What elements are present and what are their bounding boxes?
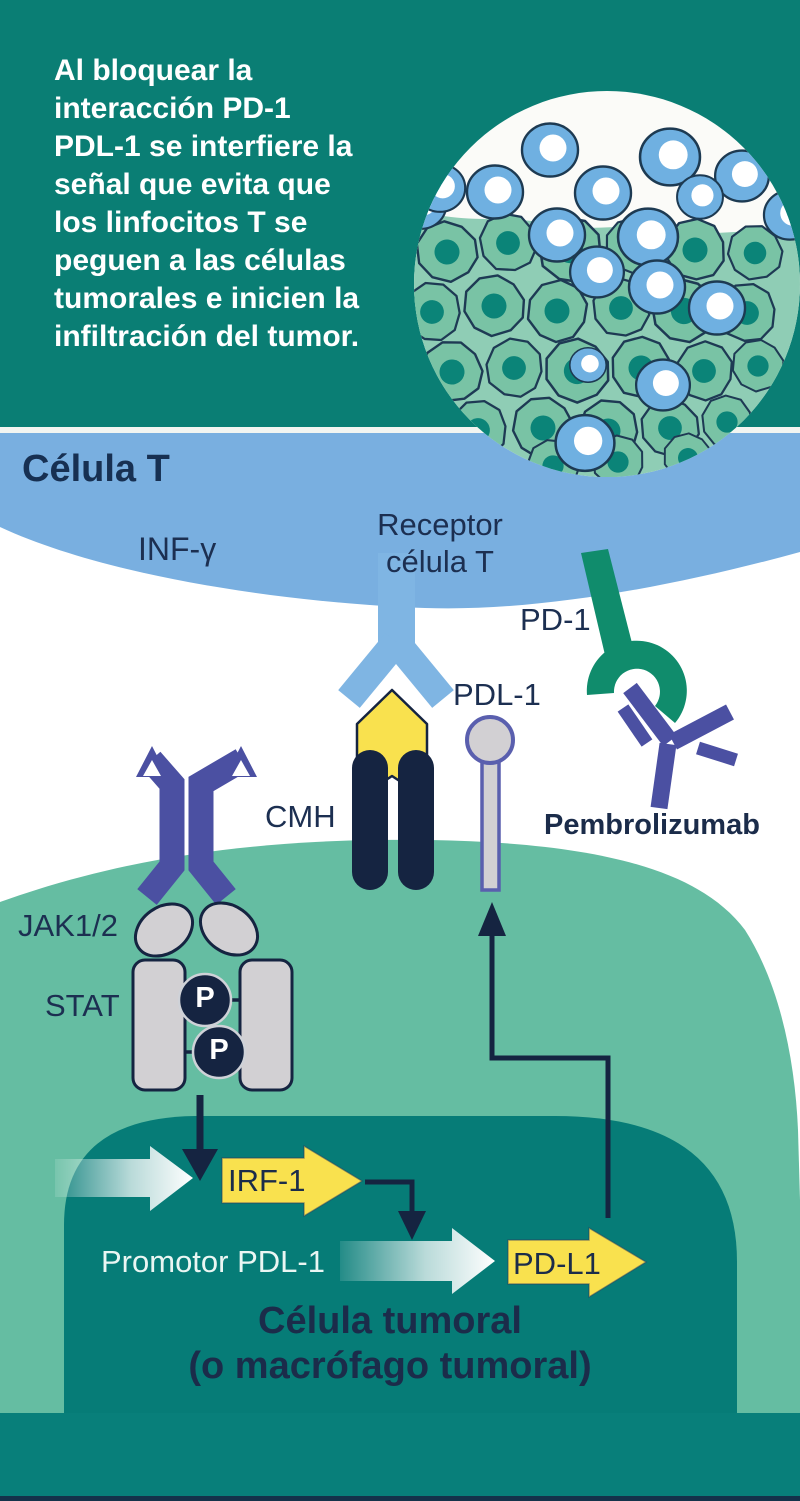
pdl1-receptor-shape [465,715,515,892]
signal-arrow-down [182,1095,218,1181]
irf1-gene-arrow [221,1144,364,1218]
phosphate-letter: P [195,982,215,1015]
irf1-label: IRF-1 [228,1163,306,1198]
intro-paragraph: Al bloquear la interacción PD-1 PDL-1 se… [54,54,360,353]
pdl1-gene-label: PD-L1 [513,1246,601,1281]
pembrolizumab-label: Pembrolizumab [544,809,760,841]
pd1-label: PD-1 [520,602,591,637]
elbow-arrow [365,1179,426,1240]
promoter-arrow-2 [340,1228,495,1294]
cmh-label: CMH [265,799,336,834]
promoter-label: Promotor PDL-1 [101,1244,325,1279]
pdl1-gene-arrow [507,1226,648,1299]
phosphate-badge [191,1024,247,1080]
jak-label: JAK1/2 [18,908,118,943]
mhc-shape [352,750,434,890]
phosphate-letter: P [209,1034,229,1067]
ifn-gamma-label: INF-γ [138,531,217,567]
pd1-receptor-shape [581,549,687,723]
stat-label: STAT [45,988,120,1023]
stat-shape [131,958,294,1092]
bottom-edge-strip [0,1496,800,1501]
ifn-receptor-shape [136,746,257,905]
tcr-shape [338,553,454,708]
phosphate-badge [177,972,233,1028]
t-cell-label: Célula T [22,448,170,490]
tumor-cell-label: Célula tumoral (o macrófago tumoral) [188,1300,592,1387]
pdl1-label: PDL-1 [453,677,541,712]
tcr-label: Receptor célula T [377,507,503,579]
promoter-arrow [55,1146,193,1211]
antibody-icon [617,682,738,810]
pdl1-transport-arrow [478,902,611,1218]
jak-shape [134,901,259,958]
bottom-band [0,1413,800,1501]
inset-micrograph [414,91,800,477]
banner-separator [0,427,800,433]
